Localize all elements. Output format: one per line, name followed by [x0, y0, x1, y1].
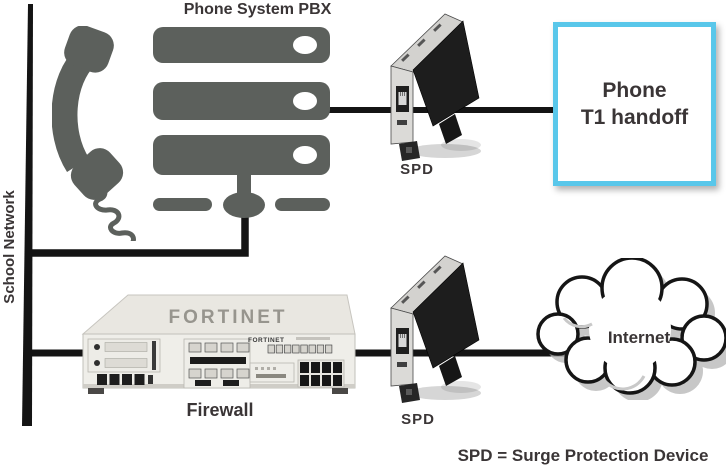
hub-stem — [237, 174, 251, 195]
firewall-middle-module — [183, 338, 251, 389]
firewall-label: Firewall — [186, 400, 254, 420]
firewall-appliance-icon: FORTINET — [81, 294, 356, 394]
firewall-drive-bays — [87, 338, 161, 373]
pbx-to-bus-connector — [29, 210, 249, 257]
phone-t1-handoff-box: Phone T1 handoff — [553, 22, 716, 186]
firewall-foot-left — [88, 388, 104, 394]
firewall-top-brand-emboss: FORTINET — [169, 307, 288, 328]
hub-dash-right — [275, 198, 330, 211]
firewall-foot-right — [332, 388, 348, 394]
server-unit-1 — [153, 27, 330, 63]
internet-label: Internet — [607, 328, 671, 347]
spd-top-label: SPD — [400, 161, 434, 178]
spd-top-icon — [390, 13, 482, 162]
firewall-sfp-ports — [297, 359, 345, 388]
hub-node — [223, 192, 265, 218]
server-led-1 — [293, 36, 317, 54]
handoff-label-line2: T1 handoff — [580, 106, 689, 129]
server-unit-3 — [153, 135, 330, 175]
firewall-console-module — [249, 362, 295, 383]
firewall-small-port-row — [267, 344, 333, 354]
phone-handset-icon — [52, 26, 136, 241]
hub-dash-left — [153, 198, 212, 211]
server-unit-2 — [153, 82, 330, 120]
server-led-3 — [293, 146, 317, 164]
server-led-2 — [293, 92, 317, 110]
phone-cord-coil — [89, 183, 136, 241]
firewall-ethernet-ports — [97, 374, 153, 385]
school-network-bus-line — [22, 4, 33, 426]
spd-bottom-label: SPD — [401, 411, 435, 428]
internet-cloud-icon — [536, 258, 726, 400]
spd-legend: SPD = Surge Protection Device — [457, 446, 709, 465]
handoff-label-line1: Phone — [602, 78, 667, 102]
firewall-front-brand-logo: FORTINET — [248, 337, 285, 344]
school-network-label: School Network — [1, 190, 18, 304]
pbx-server-stack-icon — [153, 27, 330, 218]
pbx-title: Phone System PBX — [183, 1, 332, 18]
spd-bottom-icon — [390, 255, 482, 404]
firewall-model-text-mark — [296, 337, 330, 340]
